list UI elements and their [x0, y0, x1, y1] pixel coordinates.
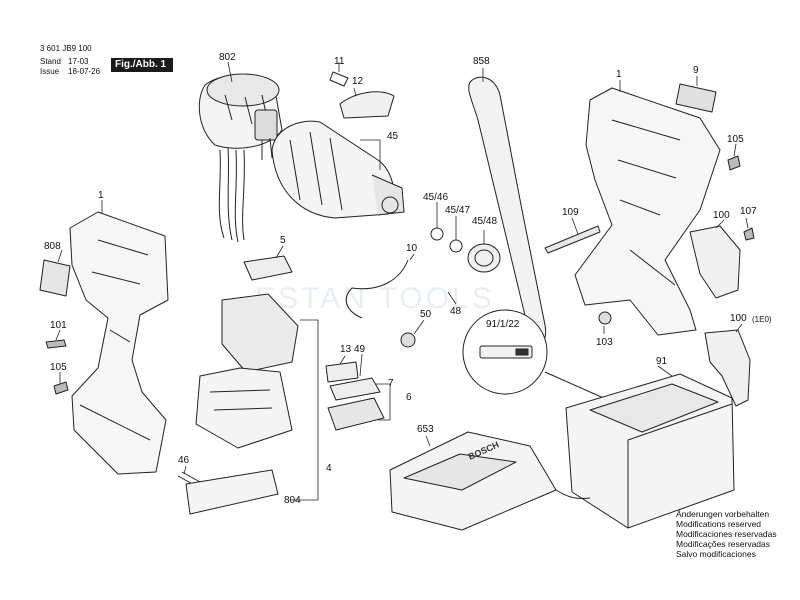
battery-pack-part-91 — [565, 373, 735, 529]
label-part-9 — [675, 83, 717, 113]
stand-label: Stand — [40, 57, 61, 66]
clip-part-11 — [329, 71, 349, 87]
note-line-5: Salvo modificaciones — [676, 549, 756, 559]
label-101: 101 — [50, 320, 67, 331]
callout-part-91-1-22 — [462, 309, 609, 401]
label-50: 50 — [420, 309, 432, 320]
housing-shell-right-part-1 — [574, 87, 721, 336]
plate-part-13 — [325, 361, 359, 383]
label-109: 109 — [562, 207, 579, 218]
part-number: 3 601 JB9 100 — [40, 44, 92, 53]
sleeve-part-12 — [339, 91, 395, 119]
label-9: 9 — [693, 65, 699, 76]
note-line-1: Änderungen vorbehalten — [676, 509, 770, 519]
leader-lines — [55, 61, 749, 501]
ring-part-45-46 — [430, 227, 444, 241]
label-802: 802 — [219, 52, 236, 63]
label-6: 6 — [406, 392, 412, 403]
label-45-46: 45/46 — [423, 192, 449, 203]
note-line-4: Modificações reservadas — [676, 539, 771, 549]
gearbox-housing-part-45 — [271, 120, 405, 219]
label-105-left: 105 — [50, 362, 67, 373]
issue-value: 18-07-26 — [68, 67, 101, 76]
clip-part-100-1e0 — [704, 329, 751, 407]
label-808: 808 — [44, 241, 61, 252]
note-line-3: Modificaciones reservadas — [676, 529, 777, 539]
label-103: 103 — [596, 337, 613, 348]
charger-part-653 — [389, 431, 591, 531]
cap-part-103 — [598, 311, 612, 325]
switch-part-5 — [243, 255, 293, 281]
collar-part-45-48 — [467, 243, 501, 273]
label-91-1-22: 91/1/22 — [486, 319, 520, 330]
stand-value: 17-03 — [68, 57, 89, 66]
label-4: 4 — [326, 463, 332, 474]
sensor-part-50 — [400, 332, 416, 348]
plate-part-49 — [329, 377, 381, 401]
ring-part-45-47 — [449, 239, 463, 253]
label-46: 46 — [178, 455, 190, 466]
screw-part-105-right — [727, 155, 741, 171]
label-100-1e0-number: 100 — [730, 313, 747, 324]
label-91: 91 — [656, 356, 668, 367]
screw-part-107 — [743, 227, 755, 241]
label-804: 804 — [284, 495, 301, 506]
label-100-1e0-suffix: (1E0) — [752, 315, 772, 324]
label-11: 11 — [334, 56, 345, 67]
label-653: 653 — [417, 424, 434, 435]
label-858: 858 — [473, 56, 490, 67]
note-line-2: Modifications reserved — [676, 519, 762, 529]
figure-label: Fig./Abb. 1 — [111, 58, 173, 72]
housing-shell-left-part-1 — [69, 211, 169, 475]
label-part-808 — [39, 259, 71, 297]
label-5: 5 — [280, 235, 286, 246]
label-10: 10 — [406, 243, 418, 254]
label-45-48: 45/48 — [472, 216, 498, 227]
bit-part-109 — [544, 225, 601, 254]
switch-module-part-4 — [195, 293, 299, 449]
base-part-804 — [185, 469, 279, 515]
label-100: 100 — [713, 210, 730, 221]
label-48: 48 — [450, 306, 462, 317]
label-105-right: 105 — [727, 134, 744, 145]
label-45-47: 45/47 — [445, 205, 471, 216]
label-7: 7 — [388, 378, 394, 389]
label-45: 45 — [387, 131, 399, 142]
wire-part-10 — [345, 259, 409, 319]
board-part-6 — [327, 397, 385, 431]
label-107: 107 — [740, 206, 757, 217]
issue-label: Issue — [40, 67, 60, 76]
belt-clip-part-100 — [689, 225, 741, 299]
label-49: 49 — [354, 344, 366, 355]
motor-part-802 — [198, 73, 283, 243]
label-12: 12 — [352, 76, 364, 87]
screw-part-105-left — [53, 381, 69, 395]
label-1-right: 1 — [616, 69, 622, 80]
label-1-left: 1 — [98, 190, 104, 201]
screw-part-101 — [45, 339, 67, 349]
label-13: 13 — [340, 344, 352, 355]
